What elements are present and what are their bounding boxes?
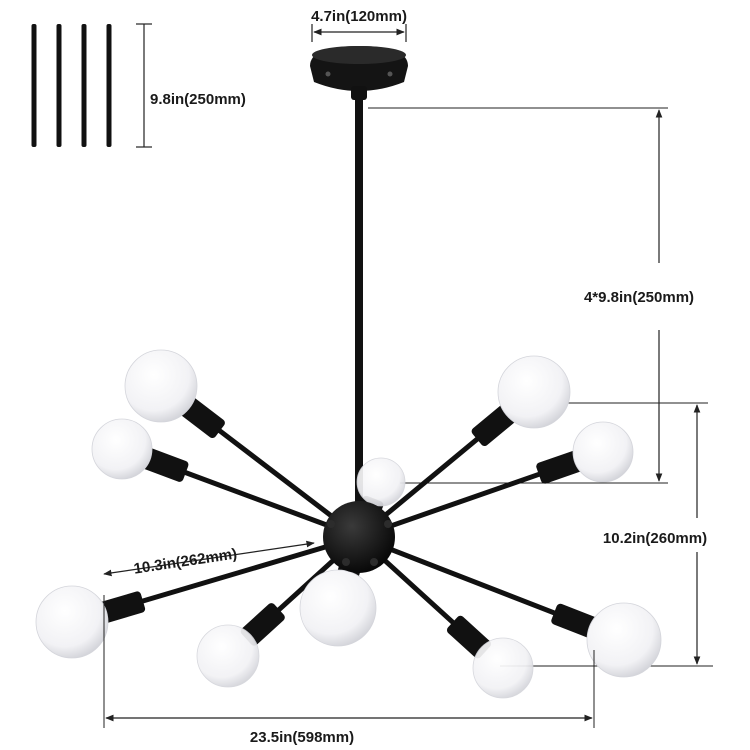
canopy-width-dimension: 4.7in(120mm): [311, 8, 407, 42]
light-arm: [35, 534, 362, 659]
light-arm: [124, 349, 362, 540]
bulb-socket: [141, 448, 189, 482]
extension-rod: [81, 24, 87, 147]
fixture-width-label: 23.5in(598mm): [250, 729, 354, 746]
light-bulb: [124, 349, 198, 423]
extension-rod: [106, 24, 112, 147]
canopy-width-label: 4.7in(120mm): [311, 8, 407, 25]
extension-rod: [31, 24, 37, 147]
light-bulb: [472, 637, 534, 699]
fixture-height-label: 10.2in(260mm): [603, 530, 707, 547]
extension-rods: [31, 24, 112, 147]
light-arm: [356, 355, 571, 540]
down-rod: [355, 98, 363, 508]
bulb-socket: [551, 603, 598, 638]
light-arm: [91, 418, 362, 540]
light-bulb: [299, 569, 377, 647]
light-bulb: [586, 602, 662, 678]
bulb-socket: [471, 404, 517, 447]
rod-length-dimension: 9.8in(250mm): [136, 23, 246, 148]
extension-rod: [56, 24, 62, 147]
bulb-socket: [446, 615, 491, 659]
arm-length-label: 10.3in(262mm): [133, 545, 239, 577]
ceiling-canopy: [310, 46, 408, 100]
rod-length-label: 9.8in(250mm): [150, 91, 246, 108]
light-bulb: [356, 457, 406, 507]
light-bulb: [572, 421, 634, 483]
light-bulb: [196, 624, 260, 688]
light-bulb: [35, 585, 109, 659]
bulb-socket: [179, 397, 225, 439]
light-bulb: [497, 355, 571, 429]
bulb-socket: [240, 603, 285, 646]
rod-drop-label: 4*9.8in(250mm): [584, 289, 694, 306]
fixture-width-dimension: 23.5in(598mm): [103, 595, 595, 746]
central-hub: [323, 501, 395, 573]
bulb-socket: [98, 591, 146, 624]
rod-drop-dimension: 4*9.8in(250mm): [368, 107, 694, 484]
light-bulb: [91, 418, 153, 480]
bulb-socket: [536, 450, 583, 484]
